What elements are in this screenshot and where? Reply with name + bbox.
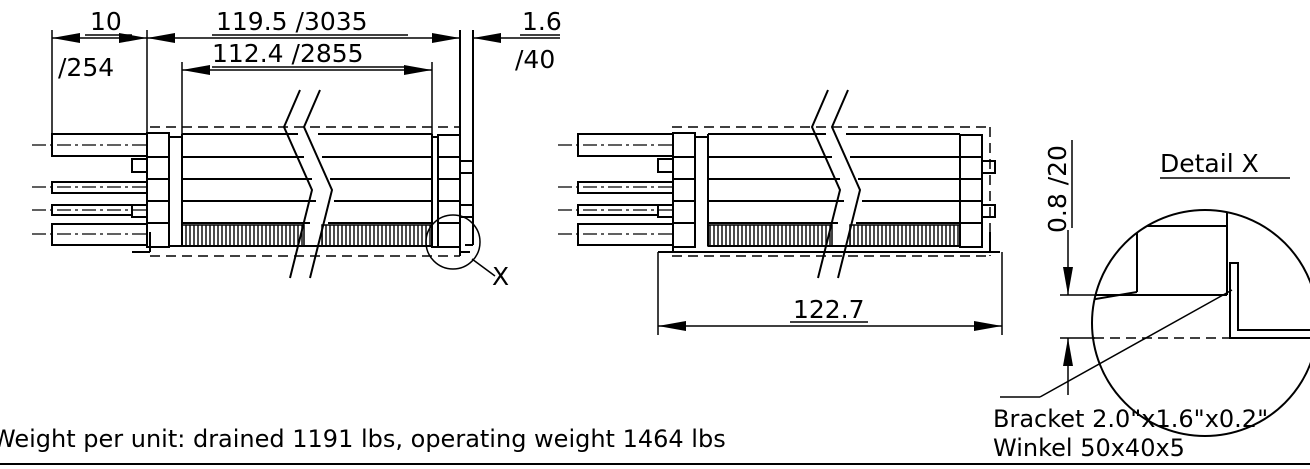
dim-front-width: 122.7 [793,295,865,324]
detail-marker: X [492,262,509,291]
dim-left-offset-mm: /254 [58,53,114,82]
dim-end-gap-in: 1.6 [522,7,562,36]
dim-tube-length: 112.4 /2855 [212,39,364,68]
side-view-headers-right [431,30,474,256]
dim-end-gap-mm: /40 [515,45,555,74]
detail-title: Detail X [1160,149,1259,178]
side-view [32,30,496,279]
side-view-tubes [181,133,433,247]
detail-x: 0.8 /20 Detail X Bracket 2.0"x1.6"x0.2" … [993,140,1310,462]
front-view-dimension: 122.7 [657,252,1003,335]
bracket-label-en: Bracket 2.0"x1.6"x0.2" [993,405,1268,433]
dim-left-offset-in: 10 [90,7,122,36]
side-view-break-lines [282,89,334,279]
front-view [558,89,1000,279]
side-view-dimensions: 10 /254 119.5 /3035 112.4 /2855 1.6 /40 … [51,7,562,291]
dim-overall-length: 119.5 /3035 [216,7,368,36]
bracket-label-de: Winkel 50x40x5 [993,434,1185,462]
dim-bracket-height: 0.8 /20 [1043,145,1072,233]
detail-x-circle [425,214,481,270]
side-view-nozzles-left [32,133,148,246]
weight-note: Weight per unit: drained 1191 lbs, opera… [0,425,726,453]
side-view-headers-left [146,132,182,248]
